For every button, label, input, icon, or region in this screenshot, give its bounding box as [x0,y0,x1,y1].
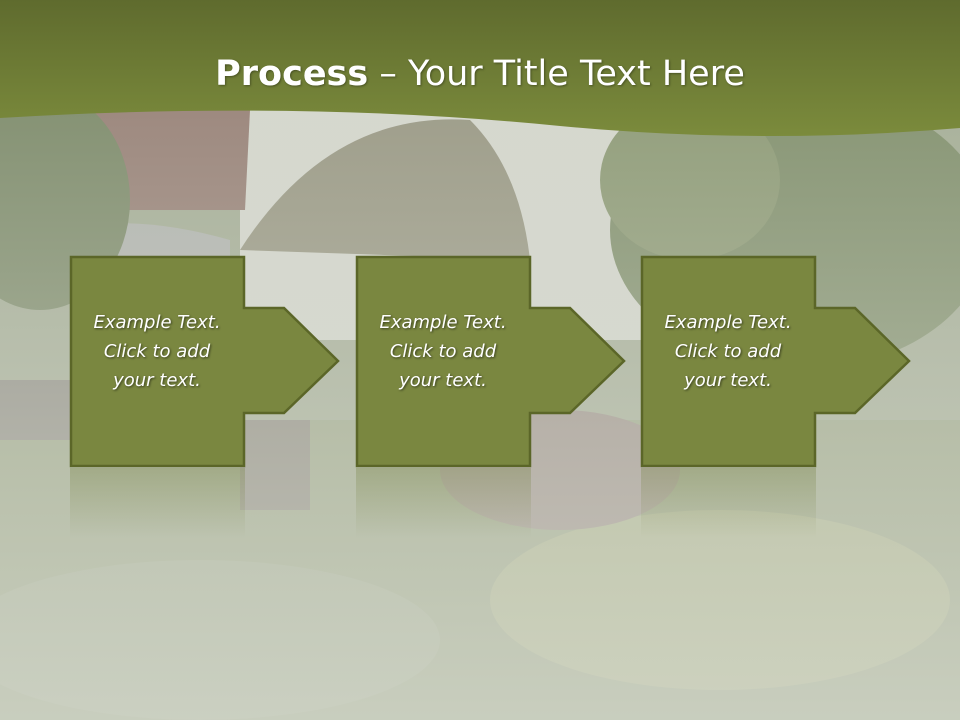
arrow-box-shape [69,255,340,468]
arrow-box-shape [355,255,626,468]
arrow-box-shape [640,255,911,468]
step-reflection [70,468,245,538]
step-text[interactable]: Example Text. Click to add your text. [379,312,507,391]
title-banner [0,0,960,137]
process-step-1[interactable]: Example Text. Click to add your text. [69,255,410,538]
step-text[interactable]: Example Text. Click to add your text. [664,312,792,391]
step-text[interactable]: Example Text. Click to add your text. [93,312,221,391]
slide-title-rest: – Your Title Text Here [368,54,745,94]
process-step-3[interactable]: Example Text. Click to add your text. [640,255,960,538]
slide-title-bold: Process [215,54,369,94]
process-step-2[interactable]: Example Text. Click to add your text. [355,255,696,538]
step-reflection [641,468,816,538]
step-reflection [356,468,531,538]
slide-title[interactable]: Process – Your Title Text Here [0,52,960,96]
